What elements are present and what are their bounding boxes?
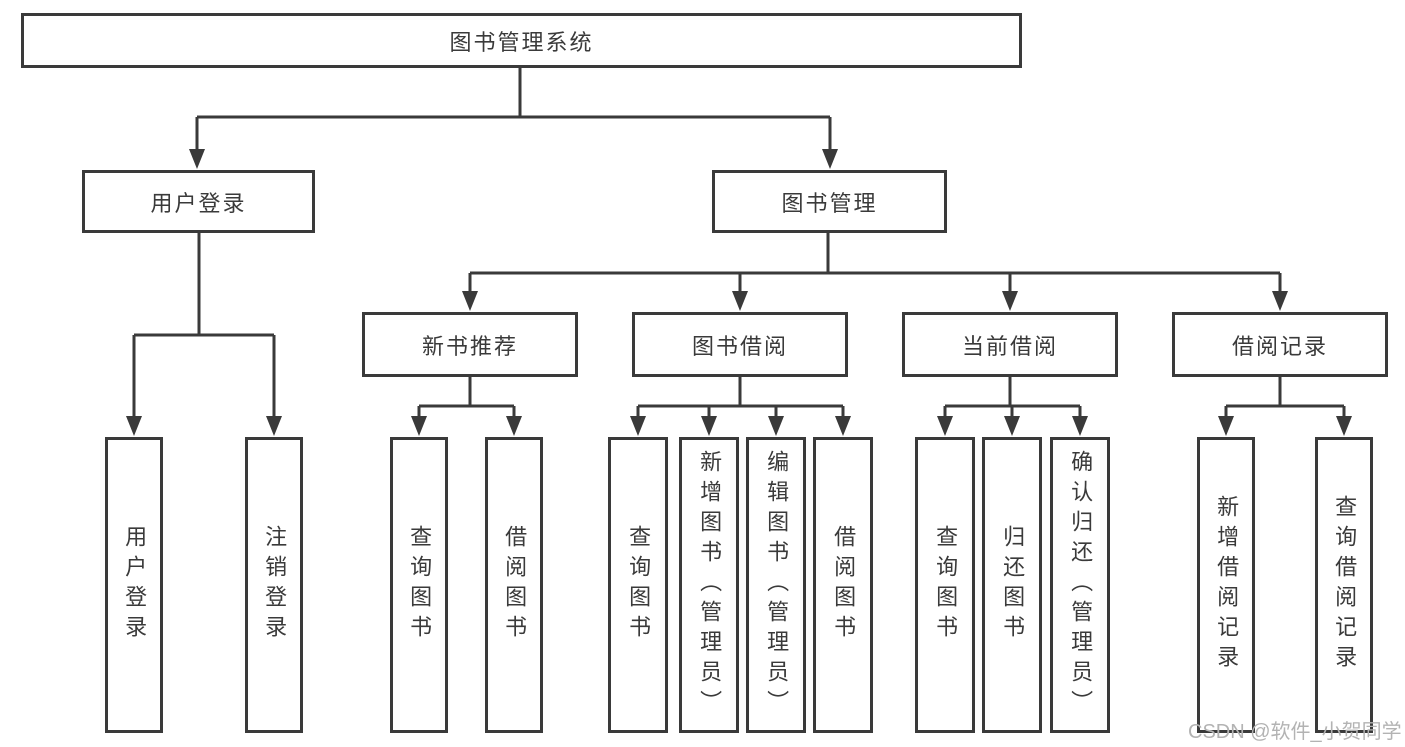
arrowhead-icon xyxy=(189,149,205,169)
leaf-newbook-query-books: 查询图书 xyxy=(390,437,448,733)
arrowhead-icon xyxy=(411,416,427,436)
leaf-label: 编辑图书（管理员） xyxy=(764,450,790,720)
arrowhead-icon xyxy=(1004,416,1020,436)
arrowhead-icon xyxy=(835,416,851,436)
leaf-borrowing-query-books: 查询图书 xyxy=(608,437,668,733)
leaf-user-login: 用户登录 xyxy=(105,437,163,733)
arrowhead-icon xyxy=(630,416,646,436)
node-borrowing-records: 借阅记录 xyxy=(1172,312,1388,377)
arrowhead-icon xyxy=(266,416,282,436)
leaf-logout: 注销登录 xyxy=(245,437,303,733)
leaf-label: 查询图书 xyxy=(407,525,433,645)
leaf-records-add-record: 新增借阅记录 xyxy=(1197,437,1255,733)
leaf-borrowing-edit-books-admin: 编辑图书（管理员） xyxy=(746,437,806,733)
leaf-label: 借阅图书 xyxy=(831,525,857,645)
leaf-records-query-record: 查询借阅记录 xyxy=(1315,437,1373,733)
node-label: 图书管理 xyxy=(781,190,878,216)
arrowhead-icon xyxy=(506,416,522,436)
node-label: 借阅记录 xyxy=(1231,333,1328,359)
arrowhead-icon xyxy=(462,291,478,311)
node-current-borrowing: 当前借阅 xyxy=(902,312,1118,377)
leaf-label: 查询借阅记录 xyxy=(1332,495,1358,675)
watermark: CSDN @软件_小贺同学 xyxy=(1188,721,1402,743)
node-label: 当前借阅 xyxy=(961,333,1058,359)
leaf-current-confirm-return-admin: 确认归还（管理员） xyxy=(1050,437,1110,733)
node-label: 图书管理系统 xyxy=(449,29,594,55)
arrowhead-icon xyxy=(768,416,784,436)
arrowhead-icon xyxy=(1072,416,1088,436)
arrowheads-group xyxy=(126,149,1352,436)
arrowhead-icon xyxy=(1218,416,1234,436)
node-book-borrowing: 图书借阅 xyxy=(632,312,848,377)
leaf-label: 注销登录 xyxy=(262,525,288,645)
leaf-label: 确认归还（管理员） xyxy=(1068,450,1094,720)
node-label: 图书借阅 xyxy=(691,333,788,359)
leaf-label: 新增借阅记录 xyxy=(1214,495,1240,675)
leaf-label: 查询图书 xyxy=(933,525,959,645)
node-label: 用户登录 xyxy=(150,190,247,216)
node-library-management-system: 图书管理系统 xyxy=(21,13,1022,68)
arrowhead-icon xyxy=(1336,416,1352,436)
leaf-label: 新增图书（管理员） xyxy=(697,450,723,720)
arrowhead-icon xyxy=(126,416,142,436)
arrowhead-icon xyxy=(701,416,717,436)
leaf-borrowing-add-books-admin: 新增图书（管理员） xyxy=(679,437,739,733)
arrowhead-icon xyxy=(732,291,748,311)
leaf-current-return-books: 归还图书 xyxy=(982,437,1042,733)
leaf-label: 查询图书 xyxy=(626,525,652,645)
arrowhead-icon xyxy=(1002,291,1018,311)
node-book-management: 图书管理 xyxy=(712,170,947,233)
node-new-book-recommendation: 新书推荐 xyxy=(362,312,578,377)
leaf-label: 归还图书 xyxy=(1000,525,1026,645)
arrowhead-icon xyxy=(1272,291,1288,311)
node-label: 新书推荐 xyxy=(421,333,518,359)
arrowhead-icon xyxy=(937,416,953,436)
leaf-borrowing-borrow-books: 借阅图书 xyxy=(813,437,873,733)
leaf-current-query-books: 查询图书 xyxy=(915,437,975,733)
arrowhead-icon xyxy=(822,149,838,169)
leaf-newbook-borrow-books: 借阅图书 xyxy=(485,437,543,733)
leaf-label: 借阅图书 xyxy=(502,525,528,645)
leaf-label: 用户登录 xyxy=(122,525,148,645)
node-user-login: 用户登录 xyxy=(82,170,315,233)
